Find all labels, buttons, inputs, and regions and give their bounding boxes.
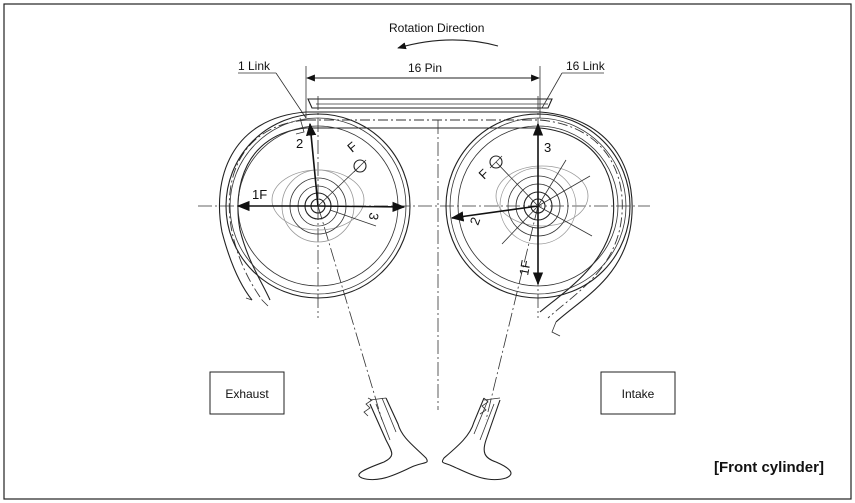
exhaust-mark-left: 1F (252, 187, 267, 202)
exhaust-valve-top (369, 397, 387, 401)
exhaust-mark-arrow-right (317, 201, 406, 212)
exhaust-mark-arrow-top (306, 122, 319, 207)
center-lines (198, 96, 650, 421)
link-right-label: 16 Link (566, 59, 606, 73)
chain-left-end (245, 297, 269, 307)
rotation-arrow (397, 39, 499, 50)
intake-sprocket-rim (449, 117, 627, 295)
chain-right-center (539, 119, 623, 319)
exhaust-valve-body (358, 397, 428, 481)
exhaust-box-frame (209, 371, 285, 415)
intake-dowel-slash (489, 155, 503, 169)
chain-right-end (551, 321, 561, 337)
pin-dimension: 16 Pin (305, 61, 541, 118)
exhaust-valve-axis (317, 205, 383, 421)
intake-mark-diag: F (476, 166, 492, 182)
exhaust-pin-mark (295, 117, 305, 135)
intake-dowel-mark (489, 155, 503, 169)
link-left-label: 1 Link (238, 59, 271, 73)
chain-guide (307, 98, 553, 109)
intake-valve-top (483, 397, 501, 401)
exhaust-sprocket-outer (225, 113, 411, 299)
intake-box-frame (600, 371, 676, 415)
intake-diag-line (495, 161, 539, 207)
intake-spoke-b (537, 205, 593, 237)
figure-caption: [Front cylinder] (714, 459, 824, 476)
intake-spoke-d (537, 159, 567, 207)
intake-mark-bottom: 1F (516, 259, 533, 277)
exhaust-label: Exhaust (225, 387, 269, 401)
intake-valve-stem (479, 403, 495, 441)
intake-valve-body (441, 397, 512, 481)
exhaust-mark-diag: F (344, 139, 360, 156)
outer-frame (3, 3, 852, 500)
intake-valve-stem-b (473, 399, 489, 435)
link-left-leader (275, 72, 307, 119)
intake-valve-axis (485, 205, 539, 421)
exhaust-box: Exhaust (209, 371, 285, 415)
intake-label: Intake (622, 387, 655, 401)
intake-spoke-c (501, 205, 539, 245)
exhaust-sprocket: 2 1F F 3 (225, 113, 411, 299)
timing-chain (218, 111, 633, 337)
chain-guide-rail (307, 98, 553, 109)
exhaust-sprocket-rim (229, 117, 407, 295)
chain-left-center (228, 119, 307, 301)
exhaust-mark-right: 3 (366, 211, 382, 221)
link-right-leader (541, 72, 563, 109)
rotation-indicator: Rotation Direction (389, 21, 499, 50)
intake-cam-lobe (495, 165, 589, 227)
intake-mark-left: 2 (467, 215, 484, 227)
chain-left-inner (237, 127, 307, 301)
chain-left-outer (218, 111, 307, 301)
link-labels: 1 Link 16 Link (238, 59, 606, 119)
exhaust-mark-3-line (329, 209, 377, 227)
chain-right-inner (539, 127, 615, 313)
intake-sprocket-outer (445, 113, 631, 299)
exhaust-diag-line (317, 165, 361, 207)
intake-mark-arrow-left (450, 205, 539, 222)
exhaust-dowel-slash (353, 159, 367, 173)
exhaust-valve-stem (375, 403, 391, 441)
exhaust-dowel-mark (353, 159, 367, 173)
pin-label: 16 Pin (408, 61, 442, 75)
rotation-label: Rotation Direction (389, 21, 484, 35)
exhaust-mark-top: 2 (296, 136, 303, 151)
exhaust-valve (358, 397, 428, 481)
exhaust-valve-stem-b (381, 397, 397, 433)
intake-valve (441, 397, 512, 481)
intake-spoke-a (537, 175, 591, 207)
intake-valve-break (479, 397, 489, 415)
intake-box: Intake (600, 371, 676, 415)
chain-right-outer (539, 111, 633, 323)
intake-mark-top: 3 (544, 140, 551, 155)
